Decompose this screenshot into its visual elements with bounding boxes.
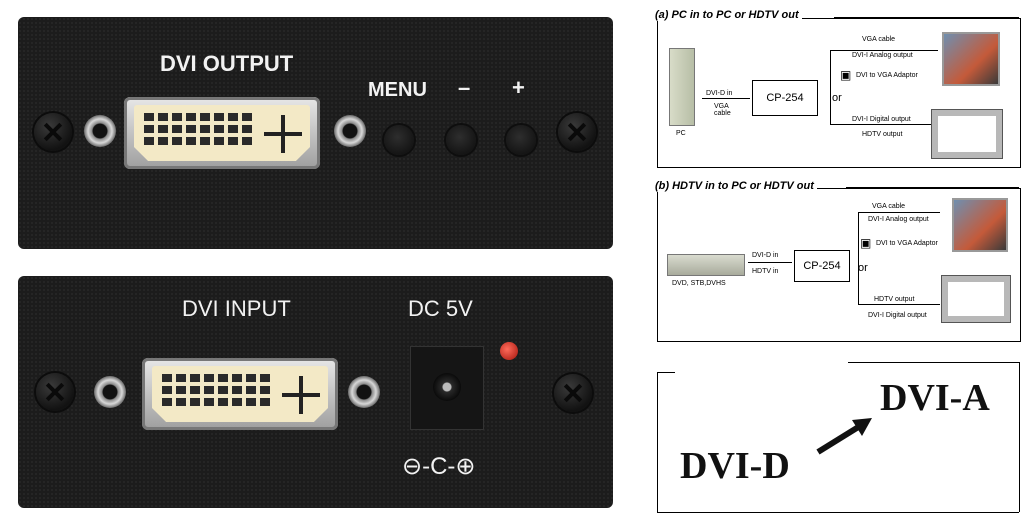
dvd-label: DVD, STB,DVHS (672, 280, 726, 287)
adaptor-icon: ▣ (860, 236, 872, 250)
plus-button[interactable] (506, 125, 536, 155)
input-title: DVI INPUT (182, 296, 291, 321)
output-panel: DVI OUTPUT MENU – + (18, 17, 613, 249)
tv-icon (932, 110, 1002, 158)
power-led (500, 342, 518, 360)
left-screw-icon (36, 373, 74, 411)
diagram-b-title: (b) HDTV in to PC or HDTV out (652, 180, 817, 192)
in-label: DVI-D in (706, 90, 733, 97)
lower-label: DVI-I Digital output (852, 116, 911, 123)
polarity-symbol: ⊖-C-⊕ (402, 453, 476, 480)
arrow-icon (816, 418, 872, 455)
adaptor-icon: ▣ (840, 68, 852, 82)
minus-label: – (458, 75, 471, 100)
dvi-input-connector (142, 358, 338, 430)
monitor-icon (942, 32, 1000, 86)
dvi-cross-icon (264, 115, 302, 153)
pc-label: PC (676, 130, 686, 137)
in-label: HDTV in (752, 268, 779, 275)
convert-frame (657, 372, 658, 512)
lower-label: HDTV output (874, 296, 915, 303)
right-screw-icon (554, 374, 592, 412)
minus-button[interactable] (446, 125, 476, 155)
lower-label: HDTV output (862, 131, 903, 138)
power-title: DC 5V (408, 296, 473, 321)
dvi-output-connector (124, 97, 320, 169)
menu-label: MENU (368, 79, 427, 101)
cp254-box: CP-254 (752, 80, 818, 116)
dvi-a-label: DVI-A (880, 377, 990, 419)
adaptor-label: DVI to VGA Adaptor (876, 240, 938, 247)
dvd-player-icon (667, 254, 745, 276)
in-label: VGA cable (714, 103, 731, 117)
right-jack-nut (348, 376, 380, 408)
right-screw-icon (558, 113, 596, 151)
pc-icon (669, 48, 695, 126)
menu-button[interactable] (384, 125, 414, 155)
upper-label: DVI-I Analog output (852, 52, 913, 59)
plus-label: + (512, 75, 525, 100)
left-jack-nut (84, 115, 116, 147)
output-title: DVI OUTPUT (160, 51, 294, 76)
or-label: or (858, 262, 868, 274)
right-jack-nut (334, 115, 366, 147)
left-screw-icon (34, 113, 72, 151)
upper-label: VGA cable (872, 203, 906, 210)
dvi-cross-icon (282, 376, 320, 414)
or-label: or (832, 92, 842, 104)
diagram-a-title: (a) PC in to PC or HDTV out (652, 9, 802, 21)
input-panel: DVI INPUT DC 5V ⊖-C-⊕ (18, 276, 613, 508)
upper-label: VGA cable (862, 36, 896, 43)
in-label: DVI-D in (752, 252, 779, 259)
dc-jack (410, 346, 484, 430)
upper-label: DVI-I Analog output (868, 216, 929, 223)
adaptor-label: DVI to VGA Adaptor (856, 72, 918, 79)
tv-icon (942, 276, 1010, 322)
lower-label: DVI-I Digital output (868, 312, 927, 319)
dvi-d-label: DVI-D (680, 445, 790, 487)
monitor-icon (952, 198, 1008, 252)
cp254-box: CP-254 (794, 250, 850, 282)
left-jack-nut (94, 376, 126, 408)
